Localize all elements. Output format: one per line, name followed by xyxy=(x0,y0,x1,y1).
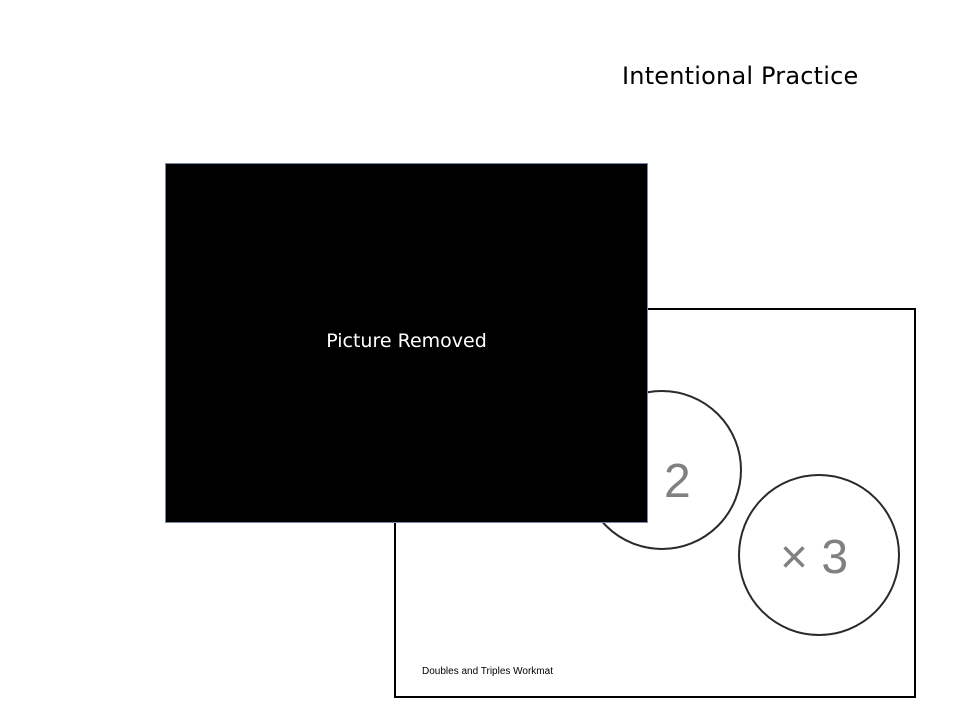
double-label: 2 xyxy=(664,455,691,508)
doubles-triples-workmat: 2 × 3 Doubles and Triples Workmat xyxy=(394,308,916,698)
picture-removed-text: Picture Removed xyxy=(326,330,487,352)
picture-removed-placeholder: Picture Removed xyxy=(165,163,648,523)
workmat-caption: Doubles and Triples Workmat xyxy=(422,666,553,677)
triple-label: × 3 xyxy=(780,531,849,584)
triple-circle xyxy=(738,474,900,636)
slide-title: Intentional Practice xyxy=(622,62,859,90)
